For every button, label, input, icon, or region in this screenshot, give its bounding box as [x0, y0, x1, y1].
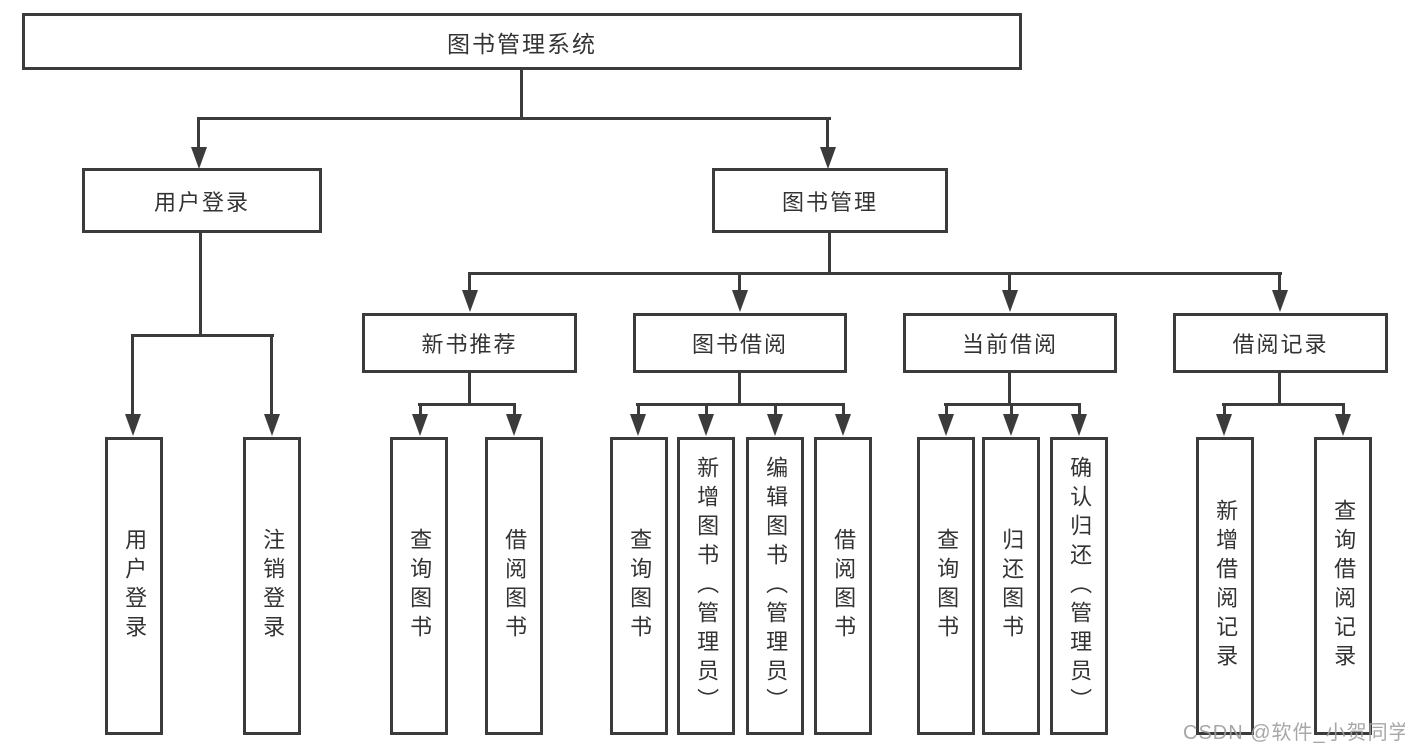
node-user-login-label: 用户登录: [153, 189, 250, 215]
node-new-books-label: 新书推荐: [421, 332, 518, 357]
connector-current-borrow-stem: [1008, 373, 1011, 404]
node-current-borrow-label: 当前借阅: [961, 332, 1058, 357]
leaf-query-books-3: 查询图书: [917, 437, 975, 735]
arrowhead-leaf: [264, 414, 280, 436]
connector-line-to-borrow-records: [1278, 272, 1281, 292]
node-borrow-records-label: 借阅记录: [1232, 332, 1329, 357]
connector-line-leaf: [1342, 403, 1345, 415]
connector-line-leaf: [1010, 403, 1013, 415]
leaf-logout: 注销登录: [243, 437, 301, 735]
arrowhead-leaf: [938, 414, 954, 436]
connector-line-leaf: [419, 403, 422, 415]
leaf-label: 查询图书: [934, 528, 960, 644]
arrowhead-book-mgmt: [820, 147, 836, 169]
node-book-borrow-label: 图书借阅: [691, 332, 788, 357]
node-current-borrow: 当前借阅: [903, 313, 1117, 373]
arrowhead-leaf: [1335, 414, 1351, 436]
arrowhead-current-borrow: [1002, 290, 1018, 312]
connector-line-leaf: [270, 334, 273, 417]
connector-line-leaf: [1223, 403, 1226, 415]
node-book-mgmt: 图书管理: [712, 168, 948, 233]
connector-line-to-current-borrow: [1008, 272, 1011, 292]
leaf-query-books-1: 查询图书: [390, 437, 448, 735]
leaf-label: 用户登录: [122, 528, 148, 644]
leaf-query-books-2: 查询图书: [610, 437, 668, 735]
leaf-label: 编辑图书（管理员）: [763, 455, 789, 717]
connector-split-user-login: [131, 334, 274, 337]
leaf-confirm-return-admin: 确认归还（管理员）: [1050, 437, 1108, 735]
connector-split-book-borrow: [636, 403, 845, 406]
arrowhead-leaf: [1071, 414, 1087, 436]
arrowhead-leaf: [125, 414, 141, 436]
leaf-label: 查询图书: [407, 528, 433, 644]
connector-root-stem: [520, 70, 523, 119]
node-root-label: 图书管理系统: [447, 30, 597, 57]
leaf-label: 借阅图书: [831, 528, 857, 644]
connector-split-level3: [468, 272, 1282, 275]
leaf-borrow-books-1: 借阅图书: [485, 437, 543, 735]
leaf-label: 查询借阅记录: [1331, 499, 1357, 673]
arrowhead-user-login: [191, 147, 207, 169]
leaf-label: 确认归还（管理员）: [1067, 455, 1093, 717]
arrowhead-book-borrow: [732, 290, 748, 312]
connector-line-leaf: [131, 334, 134, 417]
leaf-label: 查询图书: [627, 528, 653, 644]
leaf-add-borrow-record: 新增借阅记录: [1196, 437, 1254, 735]
arrowhead-leaf: [1003, 414, 1019, 436]
connector-line-leaf: [842, 403, 845, 415]
connector-line-leaf: [637, 403, 640, 415]
leaf-label: 新增图书（管理员）: [694, 455, 720, 717]
leaf-user-login: 用户登录: [105, 437, 163, 735]
connector-line-to-user-login: [197, 117, 200, 149]
connector-user-login-stem: [199, 233, 202, 336]
node-user-login: 用户登录: [82, 168, 322, 233]
leaf-label: 归还图书: [999, 528, 1025, 644]
connector-borrow-records-stem: [1278, 373, 1281, 404]
connector-split-new-books: [418, 403, 516, 406]
arrowhead-new-books: [462, 290, 478, 312]
leaf-label: 注销登录: [260, 528, 286, 644]
leaf-return-books: 归还图书: [982, 437, 1040, 735]
arrowhead-leaf: [630, 414, 646, 436]
arrowhead-leaf: [835, 414, 851, 436]
arrowhead-leaf: [1216, 414, 1232, 436]
connector-book-mgmt-stem: [828, 233, 831, 274]
connector-line-to-new-books: [468, 272, 471, 292]
arrowhead-leaf: [412, 414, 428, 436]
connector-line-leaf: [774, 403, 777, 415]
arrowhead-borrow-records: [1272, 290, 1288, 312]
connector-line-leaf: [945, 403, 948, 415]
connector-new-books-stem: [468, 373, 471, 404]
csdn-watermark: CSDN @软件_小贺同学: [1183, 722, 1405, 744]
node-root: 图书管理系统: [22, 13, 1022, 70]
leaf-borrow-books-2: 借阅图书: [814, 437, 872, 735]
connector-split-level2: [197, 117, 831, 120]
leaf-query-borrow-record: 查询借阅记录: [1314, 437, 1372, 735]
connector-line-leaf: [1078, 403, 1081, 415]
leaf-edit-books-admin: 编辑图书（管理员）: [746, 437, 804, 735]
node-new-books: 新书推荐: [362, 313, 577, 373]
node-borrow-records: 借阅记录: [1173, 313, 1388, 373]
arrowhead-leaf: [506, 414, 522, 436]
connector-split-borrow-records: [1222, 403, 1345, 406]
connector-line-leaf: [513, 403, 516, 415]
leaf-add-books-admin: 新增图书（管理员）: [677, 437, 735, 735]
arrowhead-leaf: [698, 414, 714, 436]
leaf-label: 新增借阅记录: [1213, 499, 1239, 673]
node-book-borrow: 图书借阅: [633, 313, 847, 373]
connector-line-to-book-borrow: [738, 272, 741, 292]
leaf-label: 借阅图书: [502, 528, 528, 644]
arrowhead-leaf: [767, 414, 783, 436]
connector-line-leaf: [705, 403, 708, 415]
connector-line-to-book-mgmt: [826, 117, 829, 149]
connector-book-borrow-stem: [738, 373, 741, 404]
node-book-mgmt-label: 图书管理: [781, 189, 878, 215]
